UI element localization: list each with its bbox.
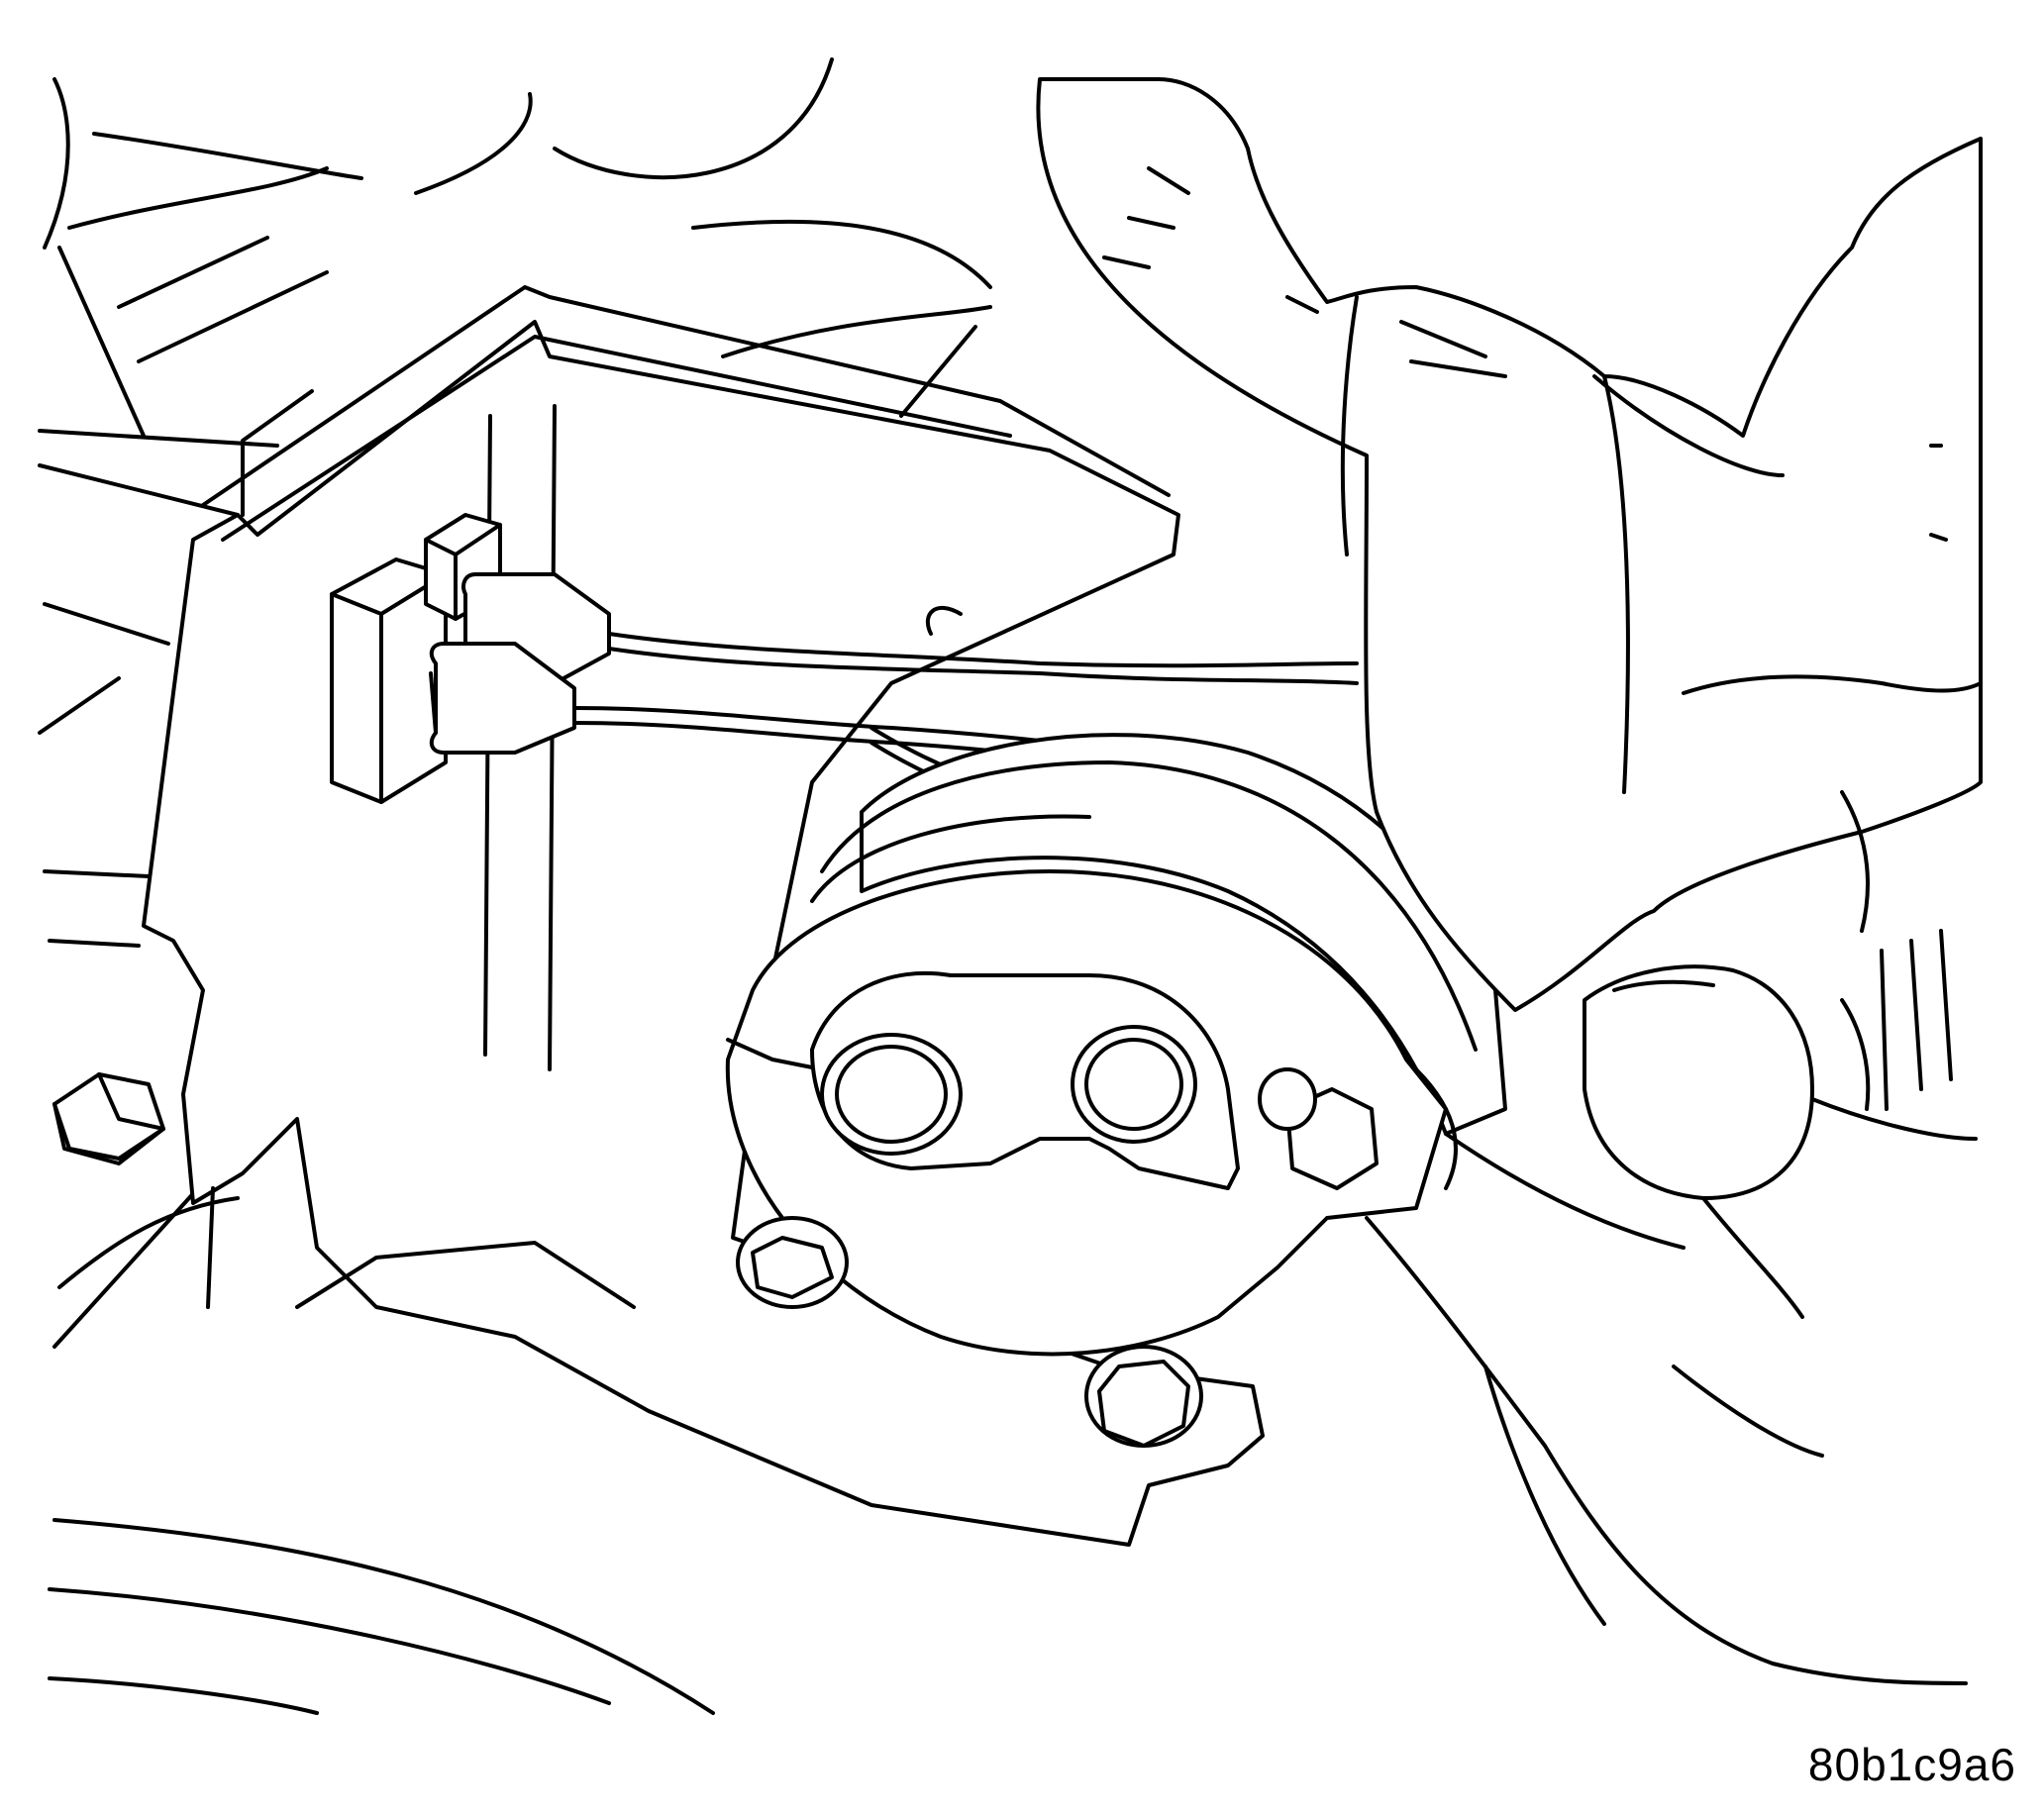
mounting-bolts — [52, 1072, 1203, 1448]
bolt-middle — [736, 1216, 849, 1309]
bolt-left — [52, 1072, 165, 1165]
background-contours — [38, 57, 992, 948]
figure-id-label: 80b1c9a6 — [1807, 1739, 2016, 1790]
bolt-lower — [1084, 1345, 1203, 1448]
cable-equalizer — [725, 733, 1507, 1357]
technician-hand — [1036, 77, 1983, 1685]
cable-connectors — [330, 513, 611, 804]
